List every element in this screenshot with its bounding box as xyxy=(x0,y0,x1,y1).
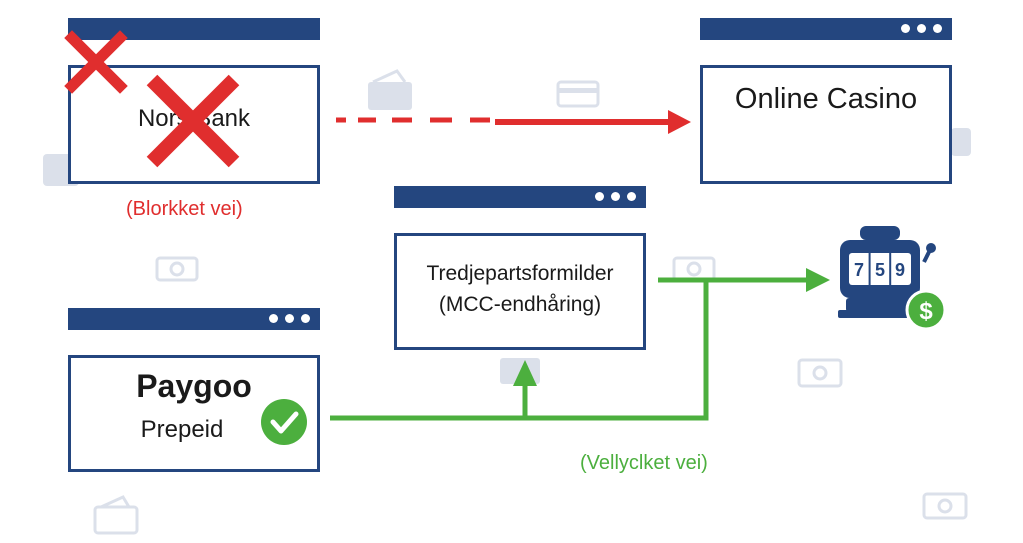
success-path-label: (Vellyclket vei) xyxy=(580,452,708,474)
wallet-icon xyxy=(368,69,412,110)
intermediary-subtitle: (MCC-endhåring) xyxy=(438,293,602,316)
slot-reel: 5 xyxy=(875,260,885,280)
intermediary-window xyxy=(394,186,646,350)
window-titlebar xyxy=(68,308,320,333)
window-body xyxy=(700,65,952,184)
card-icon xyxy=(797,358,843,388)
window-body xyxy=(394,233,646,350)
slot-reel: 9 xyxy=(895,260,905,280)
banknote-icon xyxy=(922,492,968,520)
casino-window xyxy=(700,18,952,184)
wallet-icon xyxy=(93,495,139,535)
small-cross-icon xyxy=(64,30,128,94)
card-icon xyxy=(556,80,600,108)
slot-machine-icon: 7 5 9 xyxy=(838,226,936,318)
blocked-path-label: (Blorkket vei) xyxy=(126,198,243,220)
window-titlebar xyxy=(68,18,320,43)
paygoo-name: Paygoo xyxy=(136,368,252,404)
window-titlebar xyxy=(700,18,952,43)
window-dots xyxy=(901,24,942,33)
banknote-icon xyxy=(155,256,199,282)
paygoo-subtitle: Prepeid xyxy=(140,416,224,443)
window-dots xyxy=(269,314,310,323)
window-dots xyxy=(595,192,636,201)
success-check-icon xyxy=(261,399,307,445)
blocked-path-arrow xyxy=(336,110,691,134)
casino-name: Online Casino xyxy=(734,83,918,115)
intermediary-name: Tredjepartsformilder xyxy=(426,262,614,285)
dollar-sign: $ xyxy=(919,298,933,325)
dollar-coin-icon: $ xyxy=(905,289,947,331)
slot-reel: 7 xyxy=(854,260,864,280)
blocked-cross-icon xyxy=(146,74,240,168)
window-titlebar xyxy=(394,186,646,211)
wallet-icon xyxy=(951,128,971,156)
success-path-arrow xyxy=(330,268,830,421)
